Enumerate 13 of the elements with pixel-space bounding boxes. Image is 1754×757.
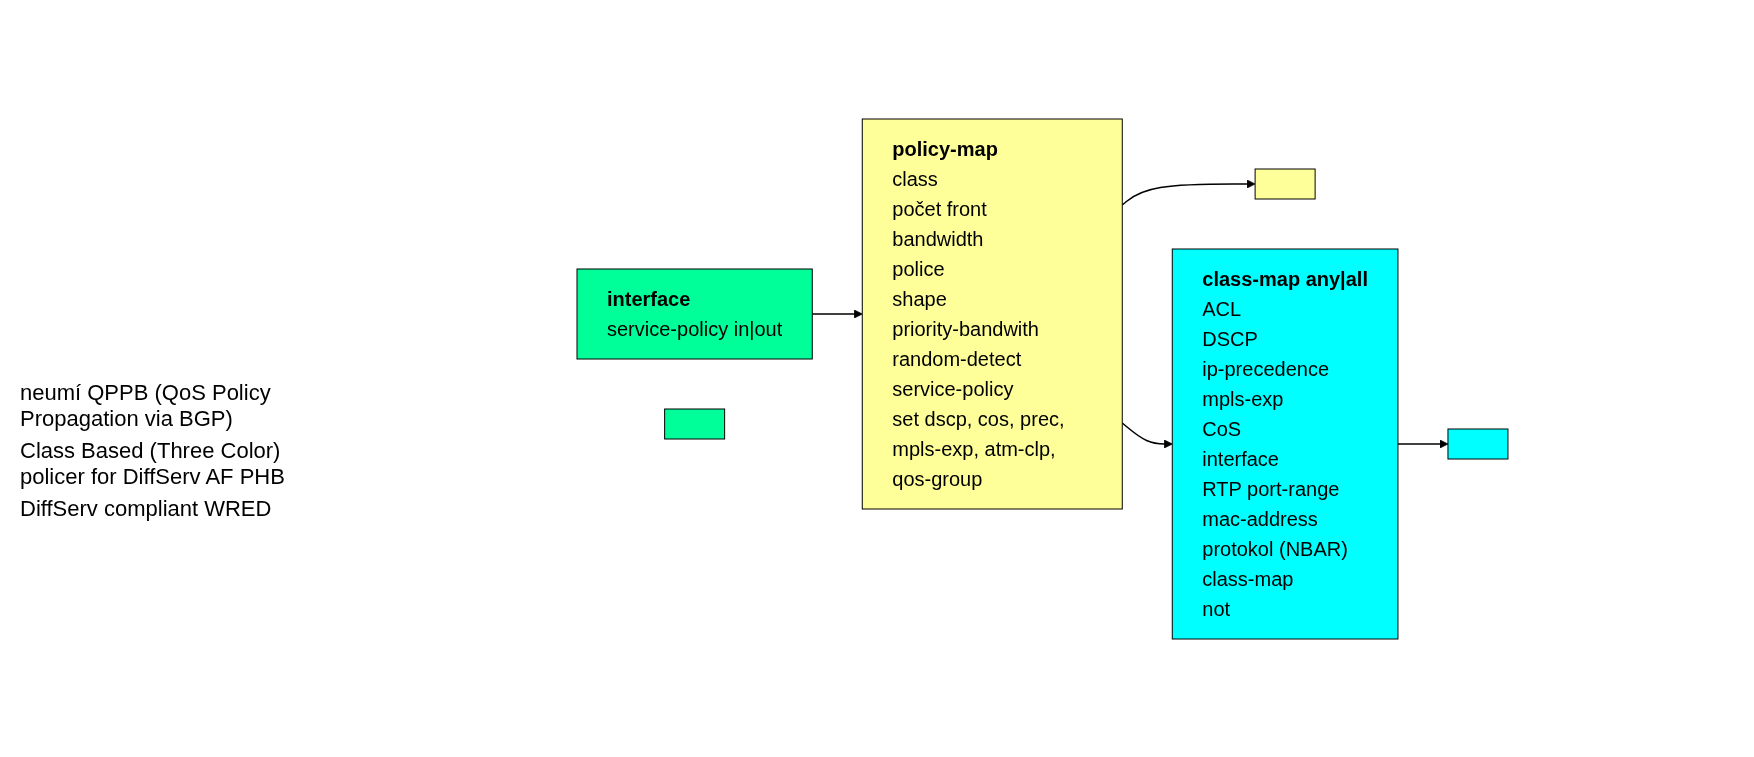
note-text: Class Based (Three Color) policer for DiffServ AF PHB bbox=[20, 438, 286, 490]
node-box: class-map any|all ACL DSCP ip-precedence mpls-exp CoS interface RTP port-range mac-address protokol (NBAR) class-map not bbox=[1171, 248, 1398, 639]
arrow bbox=[1396, 439, 1448, 448]
node-box bbox=[1446, 428, 1508, 459]
node-box: interface service-policy in|out bbox=[576, 268, 813, 359]
arrow bbox=[1121, 179, 1255, 206]
arrow bbox=[811, 309, 863, 318]
note-text: neumí QPPB (QoS Policy Propagation via BGP) bbox=[20, 380, 272, 432]
node-box: policy-map class počet front bandwidth police shape priority-bandwith random-detect service-policy set dscp, cos, prec, mpls-exp, atm-clp, qos-group bbox=[861, 118, 1123, 509]
note-text: DiffServ compliant WRED bbox=[20, 496, 273, 522]
arrow bbox=[1121, 421, 1173, 448]
node-box bbox=[663, 408, 725, 439]
node-box bbox=[1254, 168, 1316, 199]
